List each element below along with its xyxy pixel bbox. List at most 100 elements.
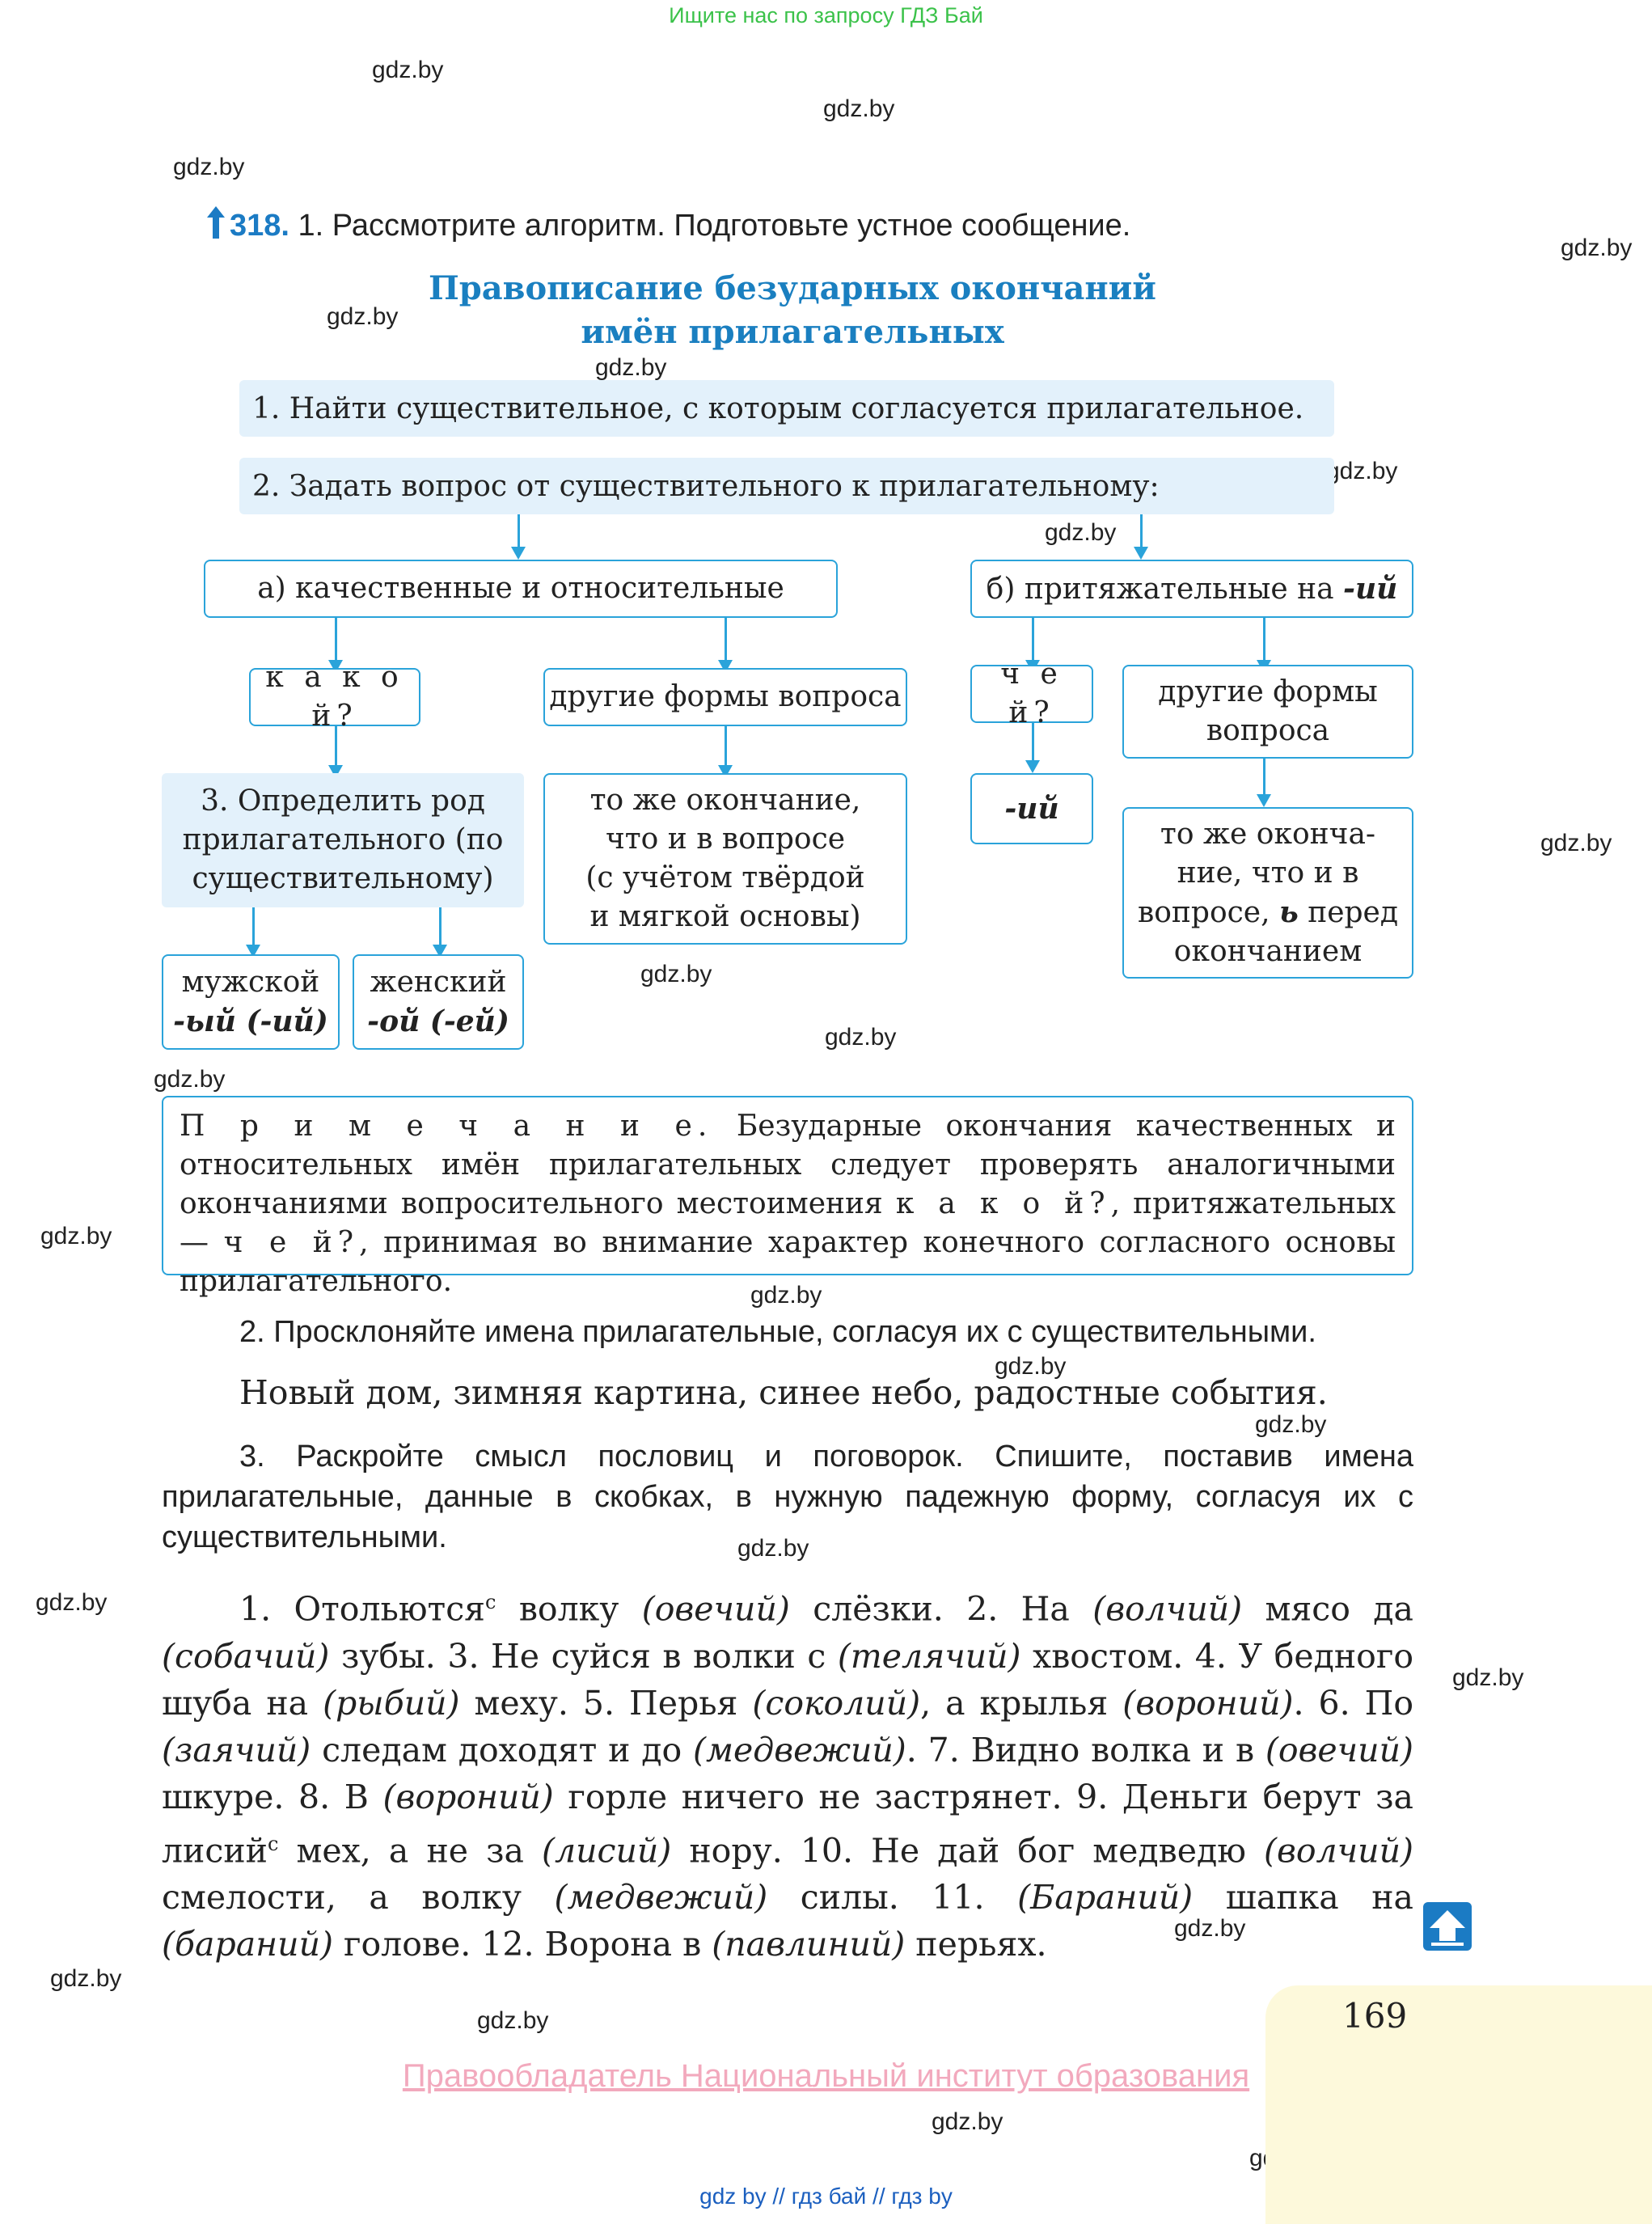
branch-b-box: б) притяжательные на -ий — [970, 560, 1413, 618]
adjective-in-brackets: (волчий) — [1264, 1831, 1413, 1871]
other-forms-b-line: другие формы — [1158, 675, 1378, 708]
footnote-mark: с — [485, 1591, 496, 1613]
adjective-in-brackets: (телячий) — [837, 1636, 1021, 1676]
home-up-icon[interactable] — [1423, 1902, 1472, 1951]
step3-line: существительному) — [192, 862, 494, 895]
other-forms-b-box: другие формы вопроса — [1122, 665, 1413, 759]
other-forms-a-text: другие формы вопроса — [549, 680, 902, 713]
algorithm-title: Правописание безударных окончаний имён п… — [323, 267, 1261, 354]
watermark: gdz.by — [995, 1353, 1067, 1380]
part3-instruction: 3. Раскройте смысл пословиц и поговорок.… — [162, 1440, 1413, 1554]
adjective-in-brackets: (заячий) — [162, 1730, 311, 1769]
watermark: gdz.by — [737, 1535, 809, 1562]
step2-text: 2. Задать вопрос от существительного к п… — [252, 469, 1160, 503]
watermark: gdz.by — [50, 1965, 122, 1992]
page-number: 169 — [1342, 1996, 1408, 2036]
feminine-label: женский — [370, 966, 507, 999]
flow-arrow — [1025, 723, 1040, 773]
step3-box: 3. Определить род прилагательного (по су… — [162, 773, 524, 907]
step3-line: 3. Определить род — [201, 784, 485, 818]
adjective-in-brackets: (лисий) — [542, 1831, 672, 1871]
flow-arrow — [718, 726, 733, 778]
flow-arrow — [1134, 514, 1148, 560]
watermark: gdz.by — [1561, 235, 1633, 261]
adjective-in-brackets: (Бараний) — [1017, 1878, 1194, 1917]
watermark: gdz.by — [372, 57, 444, 83]
step3-line: прилагательного (по — [182, 823, 504, 856]
adjective-in-brackets: (соколий) — [752, 1683, 921, 1723]
other-forms-b-line: вопроса — [1206, 714, 1330, 747]
step1-text: 1. Найти существительное, с которым согл… — [252, 391, 1304, 425]
same-ending-a-line: то же окончание, — [589, 784, 861, 817]
home-up-icon — [1430, 1910, 1465, 1946]
proverbs-paragraph: 1. Отольютсяс волку (овечий) слёзки. 2. … — [162, 1589, 1414, 1964]
algorithm-title-line2: имён прилагательных — [581, 313, 1004, 351]
note-text: , принимая во внимание характер конечног… — [180, 1226, 1396, 1298]
note-box: П р и м е ч а н и е. Безударные окончани… — [162, 1096, 1413, 1298]
watermark: gdz.by — [327, 303, 399, 330]
part2-instruction: 2. Просклоняйте имена прилагательные, со… — [239, 1315, 1316, 1349]
flow-arrow — [246, 907, 260, 958]
branch-b-text: б) притяжательные на -ий — [986, 571, 1398, 606]
watermark: gdz.by — [1174, 1915, 1246, 1942]
feminine-ending: -ой (-ей) — [367, 1004, 509, 1038]
note-label: П р и м е ч а н и е. — [180, 1110, 713, 1143]
ending-iy-box: -ий — [970, 773, 1093, 844]
note-chey: ч е й? — [223, 1226, 360, 1259]
chey-box: ч е й? — [970, 657, 1093, 729]
task-text: 1. Рассмотрите алгоритм. Подготовьте уст… — [298, 209, 1131, 243]
flow-arrow — [328, 726, 343, 778]
flow-arrow — [328, 618, 343, 673]
same-ending-b-line: вопросе, ь перед — [1137, 894, 1399, 929]
adjective-in-brackets: (вороний) — [382, 1777, 554, 1816]
task-header: 318. 1. Рассмотрите алгоритм. Подготовьт… — [207, 206, 1130, 243]
note-text: Безударные окончания качественных и отно… — [180, 1110, 1396, 1220]
masculine-ending: -ый (-ий) — [173, 1004, 328, 1038]
kakoy-text: к а к о й? — [265, 661, 404, 733]
same-ending-b-line: ние, что и в — [1177, 856, 1359, 890]
adjective-in-brackets: (павлиний) — [712, 1925, 906, 1964]
other-forms-a-box: другие формы вопроса — [543, 668, 907, 726]
watermark: gdz.by — [477, 2007, 549, 2034]
watermark: gdz.by — [932, 2108, 1003, 2135]
watermark: gdz.by — [36, 1589, 108, 1616]
adjective-in-brackets: (вороний) — [1122, 1683, 1294, 1723]
watermark: gdz.by — [595, 354, 667, 381]
branch-a-text: а) качественные и относительные — [257, 572, 784, 605]
bottom-links[interactable]: gdz by // гдз бай // гдз by — [699, 2184, 953, 2209]
step2-box: 2. Задать вопрос от существительного к п… — [239, 458, 1334, 514]
algorithm-title-line1: Правописание безударных окончаний — [429, 269, 1156, 307]
watermark: gdz.by — [1540, 830, 1612, 856]
same-ending-a-line: (с учётом твёрдой — [585, 861, 865, 894]
same-ending-b-line: окончанием — [1173, 934, 1363, 968]
watermark: gdz.by — [750, 1282, 822, 1309]
adjective-in-brackets: (бараний) — [162, 1925, 333, 1964]
flow-arrow — [1257, 618, 1271, 673]
adjective-in-brackets: (овечий) — [641, 1589, 790, 1629]
watermark: gdz.by — [1326, 458, 1398, 484]
watermark: gdz.by — [823, 95, 895, 122]
adjective-in-brackets: (рыбий) — [323, 1683, 460, 1723]
note-kakoy: к а к о й? — [895, 1187, 1111, 1220]
page-number-background — [1265, 1985, 1652, 2224]
flow-arrow — [718, 618, 733, 673]
up-arrow-icon — [207, 206, 225, 239]
same-ending-a-box: то же окончание, что и в вопросе (с учёт… — [543, 773, 907, 945]
adjective-in-brackets: (волчий) — [1092, 1589, 1243, 1629]
feminine-box: женский -ой (-ей) — [353, 954, 524, 1050]
kakoy-box: к а к о й? — [249, 661, 420, 733]
same-ending-a-line: что и в вопросе — [605, 822, 846, 856]
same-ending-b-box: то же оконча- ние, что и в вопросе, ь пе… — [1122, 807, 1413, 979]
adjective-in-brackets: (медвежий) — [554, 1878, 768, 1917]
masculine-label: мужской — [181, 966, 320, 999]
top-banner[interactable]: Ищите нас по запросу ГДЗ Бай — [669, 3, 983, 27]
watermark: gdz.by — [825, 1024, 897, 1051]
watermark: gdz.by — [1045, 519, 1117, 546]
chey-text: ч е й? — [1000, 657, 1063, 729]
step1-box: 1. Найти существительное, с которым согл… — [239, 380, 1334, 437]
copyright-notice[interactable]: Правообладатель Национальный институт об… — [402, 2058, 1250, 2094]
masculine-box: мужской -ый (-ий) — [162, 954, 340, 1050]
note-text: , притяжательных — — [180, 1187, 1396, 1259]
task-number: 318. — [230, 209, 289, 243]
watermark: gdz.by — [173, 154, 245, 180]
